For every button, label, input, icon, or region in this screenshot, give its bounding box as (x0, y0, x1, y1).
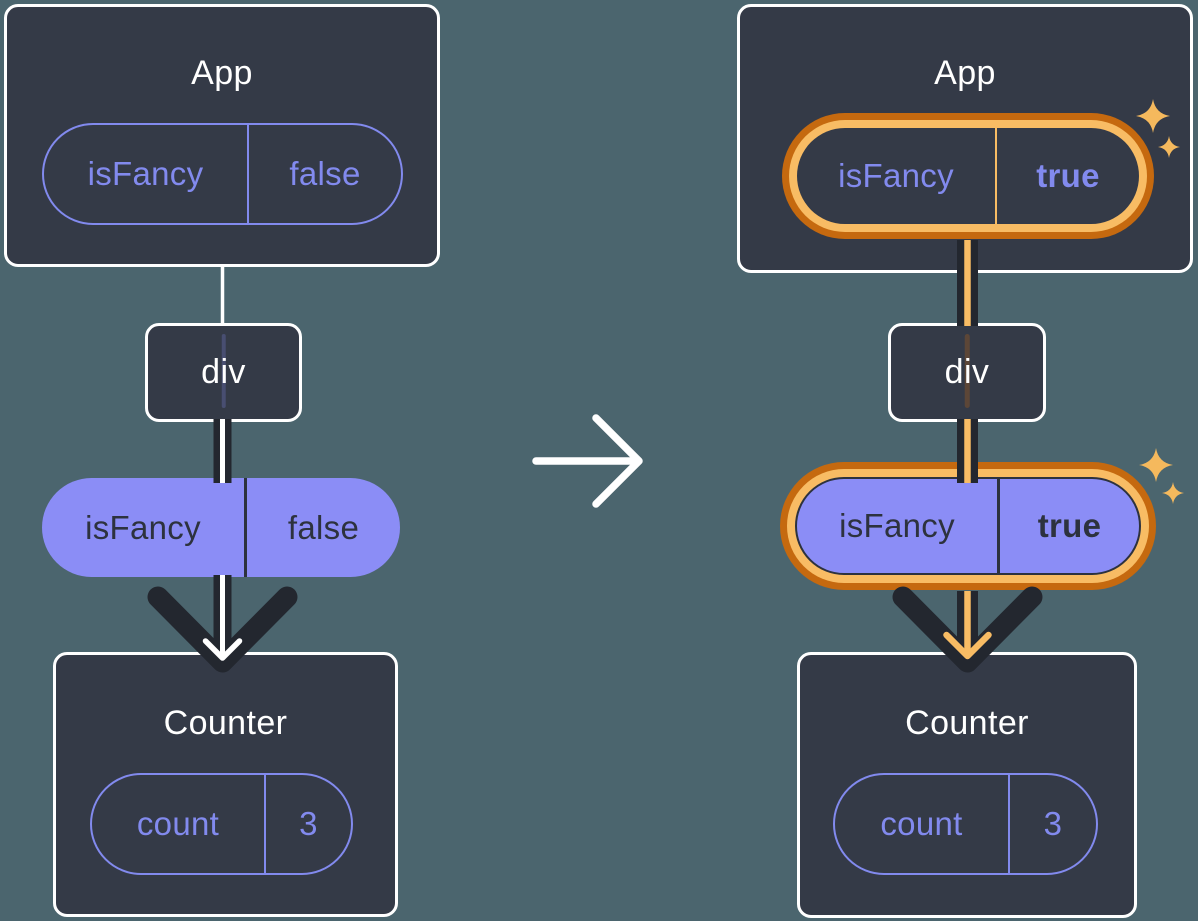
pass-through-line (221, 334, 226, 408)
pill-divider (995, 128, 997, 224)
state-value: 3 (299, 805, 318, 842)
app-node-title: App (934, 53, 996, 92)
counter-state-pill-after: count 3 (833, 773, 1098, 875)
arrow-right-icon (532, 414, 643, 508)
div-node-title: div (201, 353, 246, 391)
prop-value: false (287, 508, 360, 546)
pass-through-line (964, 334, 970, 408)
app-node-title: App (191, 53, 253, 92)
div-node-title: div (944, 353, 990, 391)
state-name: count (136, 805, 220, 842)
pill-divider (1008, 775, 1010, 873)
app-state-pill-before: isFancy false (42, 123, 403, 225)
prop-name: isFancy (839, 507, 955, 544)
counter-node-title: Counter (905, 703, 1029, 742)
state-name: count (880, 805, 963, 842)
div-node-before: div (145, 323, 302, 422)
state-name: isFancy (838, 157, 954, 194)
state-value: 3 (1043, 805, 1063, 842)
counter-state-pill-before: count 3 (90, 773, 353, 875)
passed-prop-pill-before: isFancy false (42, 478, 400, 577)
counter-node-title: Counter (163, 703, 288, 742)
state-name: isFancy (87, 155, 204, 192)
connector-after (892, 240, 1043, 673)
div-node-after: div (888, 323, 1046, 422)
pill-divider (247, 125, 249, 223)
state-value: true (1036, 157, 1100, 194)
pill-divider (997, 479, 1000, 573)
passed-prop-pill-after: isFancy true (795, 477, 1141, 575)
prop-value: true (1037, 507, 1102, 544)
sparkle-icon (1139, 448, 1184, 504)
app-state-pill-after: isFancy true (797, 128, 1139, 224)
pill-divider (264, 775, 266, 873)
prop-name: isFancy (85, 508, 201, 546)
pill-divider (244, 478, 247, 577)
state-value: false (289, 155, 361, 192)
